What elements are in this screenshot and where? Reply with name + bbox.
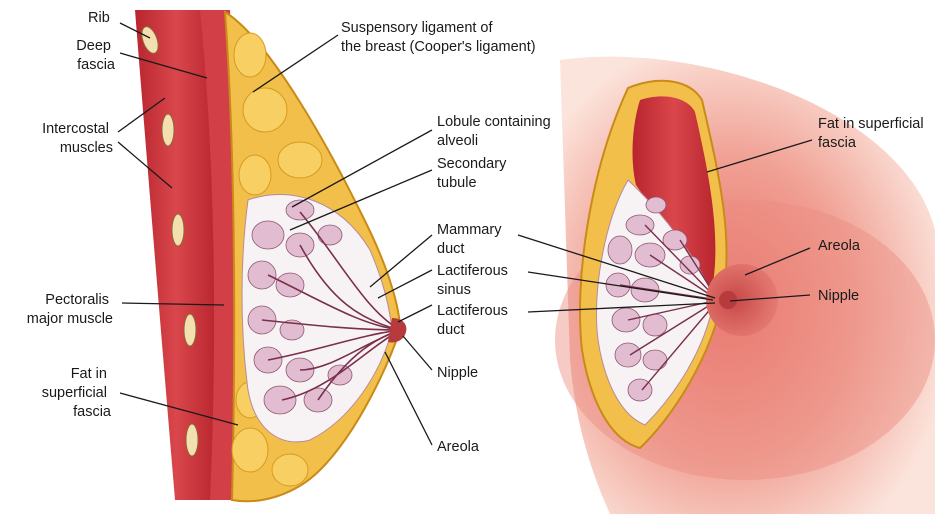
label-intercostal-muscles: Intercostal muscles xyxy=(42,121,113,156)
label-lactiferous-sinus: Lactiferous sinus xyxy=(437,263,512,298)
label-suspensory-ligament: Suspensory ligament of the breast (Coope… xyxy=(341,20,536,55)
frontal-nipple xyxy=(719,291,737,309)
label-deep-fascia: Deep fascia xyxy=(76,38,116,73)
chest-wall-muscles xyxy=(135,10,217,500)
label-rib: Rib xyxy=(88,10,110,26)
label-pectoralis-major: Pectoralis major muscle xyxy=(27,292,113,327)
label-areola-center: Areola xyxy=(437,439,480,455)
label-lactiferous-duct: Lactiferous duct xyxy=(437,303,512,338)
label-nipple-center: Nipple xyxy=(437,365,478,381)
label-lobule: Lobule containing alveoli xyxy=(437,114,555,149)
label-areola-right: Areola xyxy=(818,238,861,254)
label-nipple-right: Nipple xyxy=(818,288,859,304)
label-mammary-duct: Mammary duct xyxy=(437,222,505,257)
sagittal-breast-view xyxy=(135,10,406,501)
label-secondary-tubule: Secondary tubule xyxy=(437,156,510,191)
label-fat-superficial-left: Fat in superficial fascia xyxy=(42,366,112,420)
